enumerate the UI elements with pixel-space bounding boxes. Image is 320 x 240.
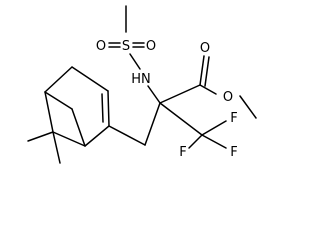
bond-gem-methyl-2 — [52, 131, 61, 164]
bond-carbonyl-o-2 — [204, 56, 210, 87]
bond-bridge-c5 — [44, 91, 73, 110]
atom-labels: S O O HN O O F F F — [96, 39, 238, 160]
bond-bridge-c1 — [71, 108, 86, 147]
bonds — [27, 5, 257, 164]
atom-sulfur: S — [122, 39, 130, 54]
bond-ring-c6-c1 — [52, 131, 86, 147]
atom-oxygen-carbonyl: O — [200, 41, 210, 56]
bond-ring-c2-c3-double — [101, 93, 104, 123]
atom-amine: HN — [131, 72, 151, 87]
bond-carbonyl-oester — [199, 84, 217, 95]
bond-ring-c2-c3 — [107, 90, 110, 127]
bond-oester-methyl — [239, 95, 257, 119]
bond-cf3-f-right — [201, 134, 227, 149]
bond-ring-c4-c5 — [44, 66, 73, 93]
bond-ring-c3-c4 — [71, 66, 109, 92]
atom-oxygen-ester: O — [223, 90, 233, 105]
bond-c-ch2 — [144, 102, 161, 146]
bond-cf3-f-top — [201, 120, 227, 136]
chemical-structure: S O O HN O O F F F — [27, 5, 257, 164]
bond-s-n — [129, 53, 141, 70]
bond-ch2-ring — [108, 125, 146, 146]
bond-c-ccarbonyl — [159, 84, 201, 104]
bond-cf3-f-left — [188, 134, 203, 149]
bond-gem-methyl-1 — [27, 131, 54, 142]
bond-ring-c5-c6 — [44, 91, 54, 133]
atom-fluorine-left: F — [179, 145, 186, 160]
atom-oxygen-left: O — [96, 39, 106, 54]
atom-fluorine-right: F — [230, 145, 237, 160]
bond-c-cf3 — [159, 102, 203, 136]
atom-fluorine-top: F — [230, 111, 237, 126]
bond-n-c — [147, 85, 161, 104]
atom-oxygen-right: O — [146, 39, 156, 54]
bond-carbonyl-o — [199, 55, 205, 86]
bond-ring-c1-c2 — [84, 125, 110, 147]
